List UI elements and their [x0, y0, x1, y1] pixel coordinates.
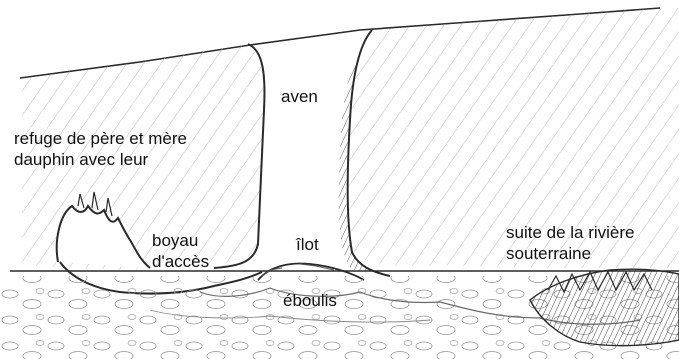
- label-suite-line1: suite de la rivière: [506, 222, 635, 243]
- label-suite-line2: souterraine: [506, 243, 635, 264]
- label-boyau-line1: boyau: [152, 230, 209, 251]
- label-refuge-line1: refuge de père et mère: [14, 128, 187, 149]
- label-aven-text: aven: [281, 86, 318, 107]
- label-eboulis: éboulis: [283, 290, 337, 311]
- label-eboulis-text: éboulis: [283, 290, 337, 311]
- label-ilot-text: îlot: [296, 234, 319, 255]
- label-aven: aven: [281, 86, 318, 107]
- label-refuge: refuge de père et mère dauphin avec leur: [14, 128, 187, 170]
- label-boyau: boyau d'accès: [152, 230, 209, 272]
- label-refuge-line2: dauphin avec leur: [14, 149, 187, 170]
- label-boyau-line2: d'accès: [152, 251, 209, 272]
- label-suite: suite de la rivière souterraine: [506, 222, 635, 264]
- label-ilot: îlot: [296, 234, 319, 255]
